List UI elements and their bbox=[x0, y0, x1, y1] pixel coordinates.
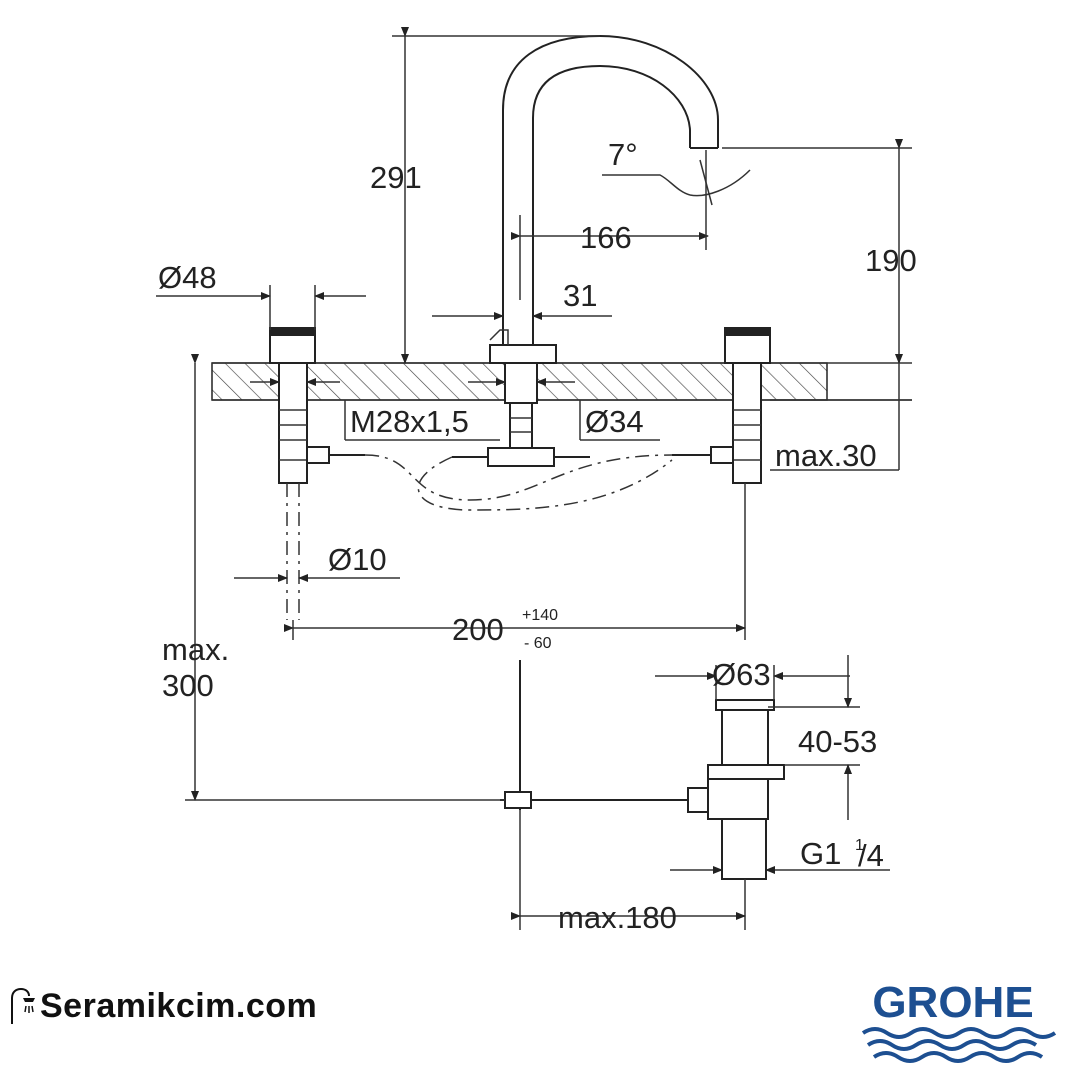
label-max-30: max.30 bbox=[775, 438, 877, 473]
label-166: 166 bbox=[580, 220, 632, 255]
left-handle bbox=[269, 327, 365, 484]
flexible-hoses bbox=[364, 454, 673, 511]
watermark: Seramikcim.com bbox=[8, 986, 317, 1026]
label-thread-m28: M28x1,5 bbox=[350, 404, 469, 439]
waste-assembly bbox=[500, 660, 785, 880]
shower-icon bbox=[11, 987, 35, 1024]
label-diameter-48: Ø48 bbox=[158, 260, 217, 295]
spout bbox=[489, 34, 719, 364]
label-291: 291 bbox=[370, 160, 422, 195]
label-200-minus: - 60 bbox=[524, 635, 552, 652]
label-31: 31 bbox=[563, 278, 597, 313]
label-g1: G1 bbox=[800, 836, 841, 871]
label-190: 190 bbox=[865, 243, 917, 278]
right-handle bbox=[672, 327, 771, 484]
label-max: max. bbox=[162, 632, 229, 667]
dimension-lines bbox=[156, 27, 912, 930]
watermark-text: Seramikcim.com bbox=[40, 987, 318, 1025]
spout-connector bbox=[452, 362, 590, 467]
label-300: 300 bbox=[162, 668, 214, 703]
label-max-180: max.180 bbox=[558, 900, 677, 935]
label-200-plus: +140 bbox=[522, 607, 558, 624]
label-diameter-10: Ø10 bbox=[328, 542, 387, 577]
brand-name: GROHE bbox=[872, 978, 1033, 1027]
supply-pipe bbox=[286, 483, 300, 620]
label-200: 200 bbox=[452, 612, 504, 647]
label-g1-denominator: /4 bbox=[858, 838, 884, 873]
grohe-logo: GROHE bbox=[861, 978, 1057, 1063]
dimension-labels: 291 7° 166 190 Ø48 31 M28x1,5 Ø34 max.30… bbox=[158, 137, 917, 935]
label-7-deg: 7° bbox=[608, 137, 638, 172]
label-40-53: 40-53 bbox=[798, 724, 877, 759]
label-diameter-34: Ø34 bbox=[585, 404, 644, 439]
label-diameter-63: Ø63 bbox=[712, 657, 771, 692]
label-g1-numerator: 1 bbox=[855, 837, 864, 854]
